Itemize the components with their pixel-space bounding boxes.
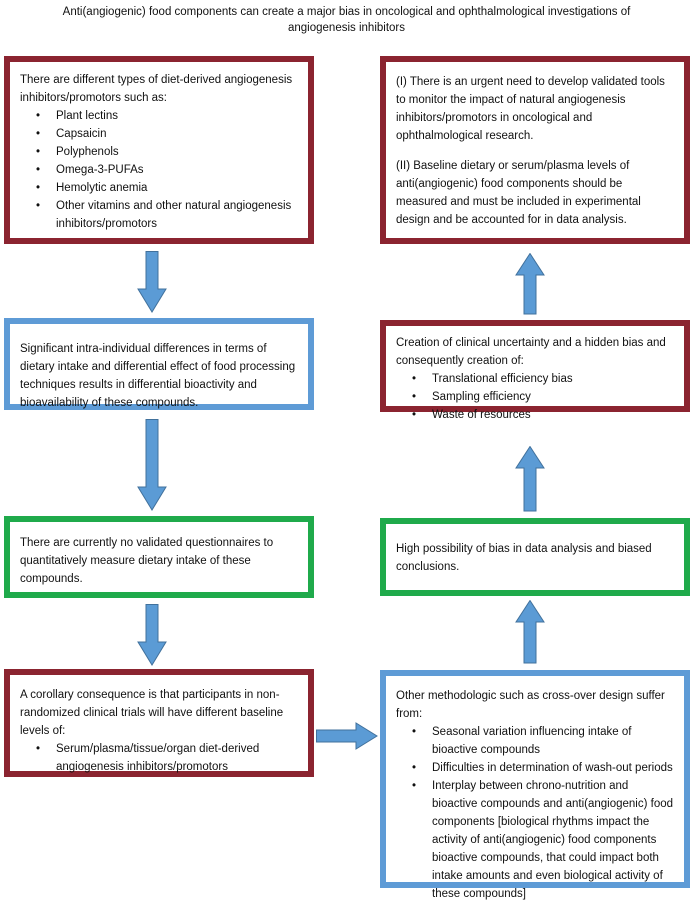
uncertainty-intro: Creation of clinical uncertainty and a h… (396, 337, 666, 367)
methodologic-box: Other methodologic such as cross-over de… (380, 670, 690, 900)
urgent-need-para2: (II) Baseline dietary or serum/plasma le… (396, 160, 641, 226)
arrow-up-icon (515, 600, 545, 664)
arrow-down-icon (137, 419, 167, 511)
uncertainty-box: Creation of clinical uncertainty and a h… (380, 320, 690, 424)
list-item: Other vitamins and other natural angioge… (36, 197, 298, 233)
list-item: Difficulties in determination of wash-ou… (412, 759, 674, 777)
diet-types-intro: There are different types of diet-derive… (20, 74, 293, 104)
list-item: Translational efficiency bias (412, 370, 674, 388)
list-item: Omega-3-PUFAs (36, 161, 298, 179)
list-item: Polyphenols (36, 143, 298, 161)
list-item: Plant lectins (36, 107, 298, 125)
list-item: Interplay between chrono-nutrition and b… (412, 777, 674, 903)
arrow-up-icon (515, 253, 545, 315)
list-item: Serum/plasma/tissue/organ diet-derived a… (36, 740, 298, 776)
list-item: Waste of resources (412, 406, 674, 424)
arrow-up-icon (515, 446, 545, 512)
diet-types-box: There are different types of diet-derive… (4, 56, 314, 244)
arrow-right-icon (316, 722, 378, 750)
intra-individual-text: Significant intra-individual differences… (20, 343, 296, 409)
urgent-need-para1: (I) There is an urgent need to develop v… (396, 76, 665, 142)
list-item: Hemolytic anemia (36, 179, 298, 197)
questionnaires-box: There are currently no validated questio… (4, 516, 314, 598)
questionnaires-text: There are currently no validated questio… (20, 537, 274, 585)
bias-box: High possibility of bias in data analysi… (380, 518, 690, 596)
list-item: Seasonal variation influencing intake of… (412, 723, 674, 759)
methodologic-intro: Other methodologic such as cross-over de… (396, 690, 665, 720)
diagram-title: Anti(angiogenic) food components can cre… (62, 6, 631, 34)
corollary-box: A corollary consequence is that particip… (4, 669, 314, 777)
corollary-intro: A corollary consequence is that particip… (20, 689, 284, 737)
urgent-need-box: (I) There is an urgent need to develop v… (380, 56, 690, 244)
list-item: Capsaicin (36, 125, 298, 143)
intra-individual-box: Significant intra-individual differences… (4, 318, 314, 410)
bias-text: High possibility of bias in data analysi… (396, 543, 652, 573)
arrow-down-icon (137, 604, 167, 666)
arrow-down-icon (137, 251, 167, 313)
list-item: Sampling efficiency (412, 388, 674, 406)
